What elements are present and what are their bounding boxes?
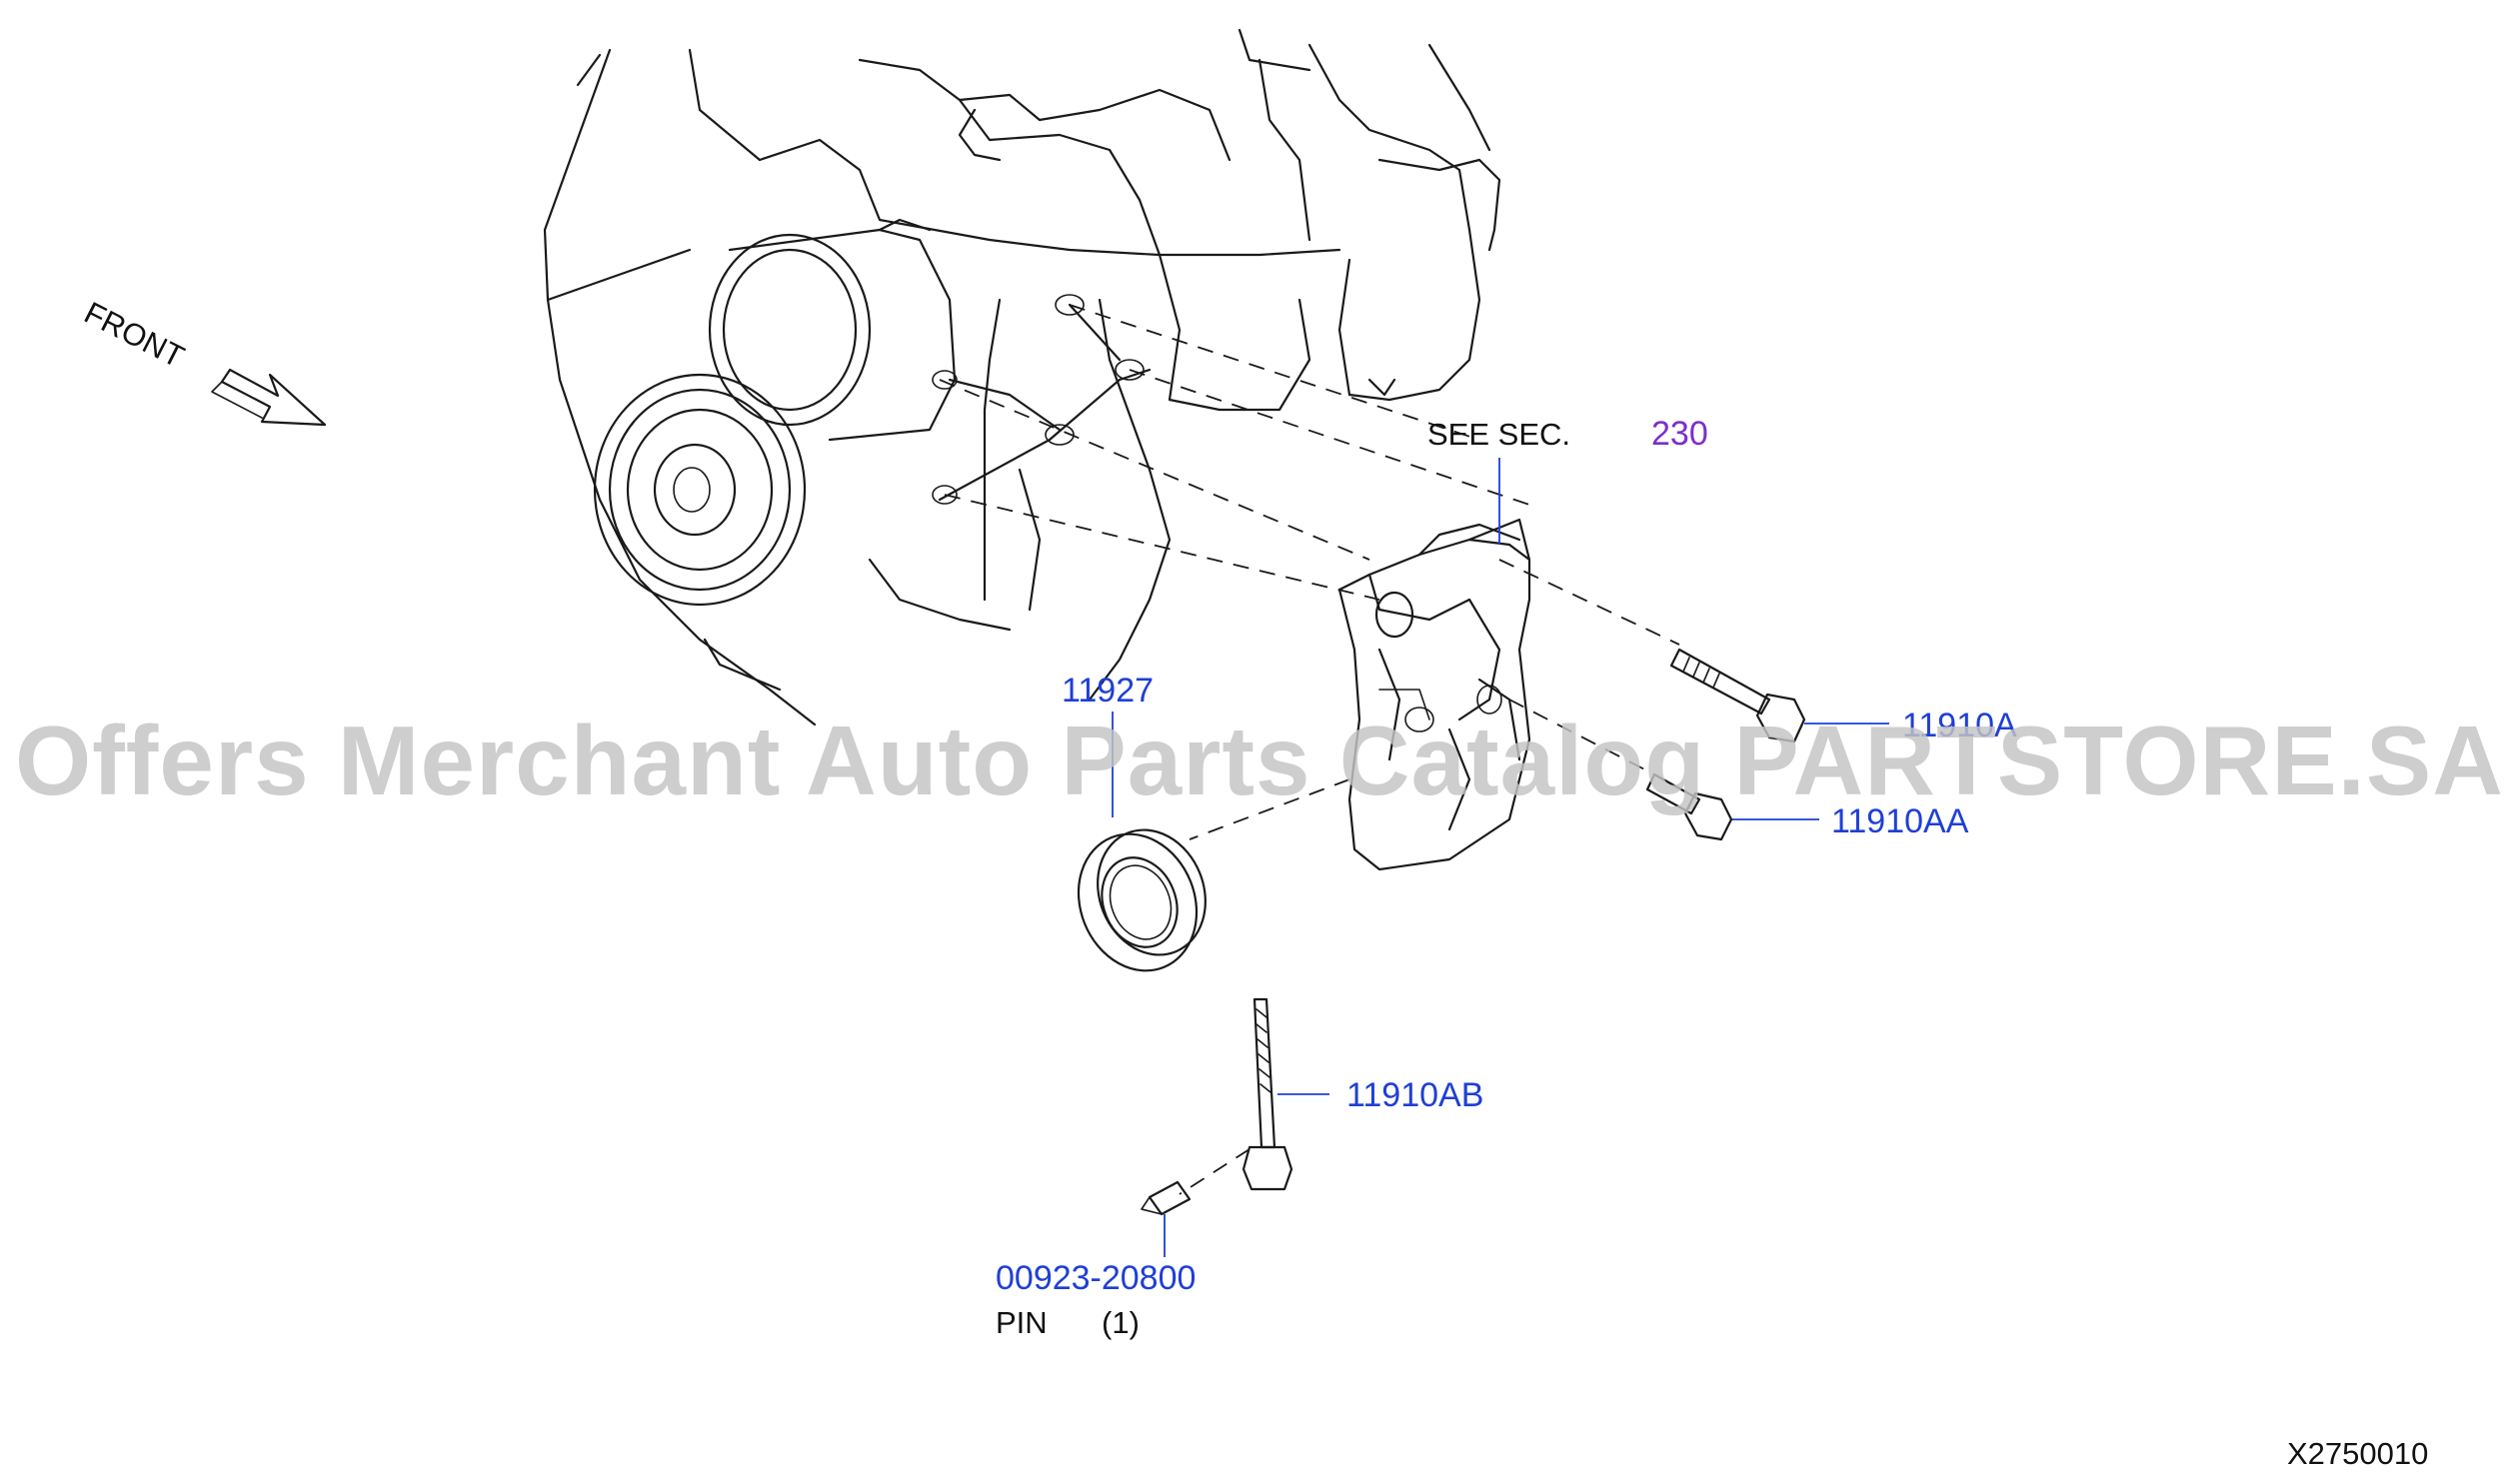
- front-label: FRONT: [79, 295, 190, 375]
- dowel-pin-part[interactable]: [1141, 1180, 1192, 1216]
- watermark: Offers Merchant Auto Parts Catalog PARTS…: [15, 706, 2504, 815]
- part-number-11910aa[interactable]: 11910AA: [1831, 802, 1969, 840]
- bolt-11910ab-part[interactable]: [1242, 997, 1293, 1191]
- part-number-11927[interactable]: 11927: [1062, 672, 1154, 710]
- pin-label: PIN: [996, 1305, 1048, 1340]
- section-230-link[interactable]: 230: [1651, 415, 1708, 453]
- part-number-11910a[interactable]: 11910A: [1902, 707, 2017, 744]
- part-number-00923-20800[interactable]: 00923-20800: [996, 1259, 1196, 1297]
- oil-seal-part[interactable]: [1059, 813, 1224, 988]
- engine-block-drawing: [543, 28, 1501, 727]
- labels: SEE SEC. 230 11927 11910A 11910AA 11910A…: [996, 415, 2428, 1471]
- assembly-dashed-lines: [939, 304, 1680, 1195]
- front-arrow: FRONT: [79, 295, 327, 427]
- leader-lines: [1112, 458, 1889, 1257]
- diagram-id: X2750010: [2287, 1436, 2428, 1471]
- mounting-bracket: [1337, 518, 1531, 871]
- bolt-11910aa-part[interactable]: [1645, 772, 1733, 841]
- part-number-11910ab[interactable]: 11910AB: [1346, 1076, 1483, 1114]
- see-section-prefix: SEE SEC.: [1427, 417, 1570, 452]
- bolt-11910a-part[interactable]: [1669, 648, 1806, 743]
- pin-quantity: (1): [1102, 1305, 1140, 1340]
